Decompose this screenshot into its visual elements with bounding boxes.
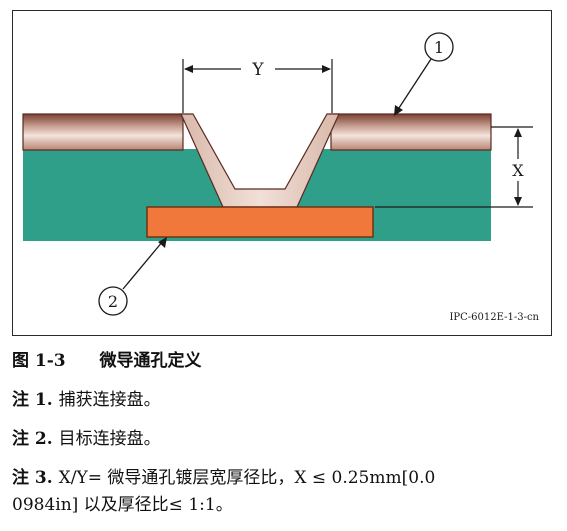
dimension-y-arrow-left <box>184 65 193 73</box>
note-3-label: 注 3. <box>12 468 53 488</box>
callout-2-label: 2 <box>108 292 118 311</box>
note-1: 注 1.捕获连接盘。 <box>12 389 161 411</box>
figure-caption: 图 1-3 微导通孔定义 <box>12 350 201 372</box>
callout-2-circle <box>98 286 128 316</box>
callout-1-circle <box>424 32 454 62</box>
note-2: 注 2.目标连接盘。 <box>12 428 161 450</box>
callout-1-arrowhead <box>394 105 403 116</box>
dimension-x-arrow-bottom <box>514 197 522 206</box>
note-1-text: 捕获连接盘。 <box>58 390 161 410</box>
dimension-x-label: X <box>512 161 524 180</box>
microvia-diagram: Y X 1 2 IPC-6012E-1-3-cn <box>22 32 540 323</box>
note-2-text: 目标连接盘。 <box>58 429 161 449</box>
dimension-y-label: Y <box>251 60 264 80</box>
callout-2-arrowhead <box>158 237 167 248</box>
figure-title: 微导通孔定义 <box>99 351 202 371</box>
dimension-y-arrow-right <box>322 65 331 73</box>
note-3-text: X/Y= 微导通孔镀层宽厚径比，X ≤ 0.25mm[0.0 <box>58 468 436 488</box>
callout-2-leader <box>122 240 164 290</box>
callout-1-label: 1 <box>434 38 444 57</box>
note-1-label: 注 1. <box>12 390 53 410</box>
figure-frame: Y X 1 2 IPC-6012E-1-3-cn <box>12 10 552 336</box>
note-3: 注 3.X/Y= 微导通孔镀层宽厚径比，X ≤ 0.25mm[0.0 <box>12 467 435 489</box>
figure-code: IPC-6012E-1-3-cn <box>449 312 539 323</box>
note-3-continuation: 0984in] 以及厚径比≤ 1:1。 <box>12 494 233 516</box>
capture-pad-left <box>22 113 184 151</box>
note-2-label: 注 2. <box>12 429 53 449</box>
figure-number: 图 1-3 <box>12 351 66 371</box>
callout-1-leader <box>396 58 432 112</box>
dimension-x-arrow-top <box>514 128 522 137</box>
capture-pad-right <box>330 113 492 151</box>
note-3-continuation-text: 0984in] 以及厚径比≤ 1:1。 <box>12 495 233 515</box>
target-pad <box>146 206 374 238</box>
